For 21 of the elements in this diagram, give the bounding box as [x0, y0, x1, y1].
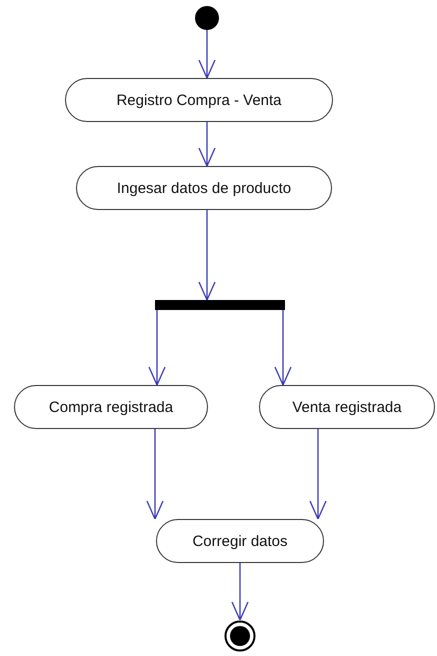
- action-box: [65, 78, 333, 122]
- action-label: Venta registrada: [292, 398, 402, 416]
- final-node: [224, 620, 256, 652]
- arrow: [198, 122, 216, 167]
- action-label: Ingesar datos de producto: [116, 180, 292, 196]
- arrow: [148, 310, 166, 386]
- arrow: [231, 563, 249, 621]
- action-label: Compra registrada: [48, 398, 174, 416]
- arrow: [146, 429, 164, 520]
- action-box: [14, 385, 208, 429]
- arrow: [309, 429, 327, 520]
- action-box: [76, 166, 332, 210]
- action-label: Registro Compra - Venta: [116, 92, 282, 108]
- arrow: [198, 210, 216, 301]
- action-box: [156, 519, 324, 563]
- arrow: [198, 30, 216, 79]
- arrow: [274, 310, 292, 386]
- action-box: [259, 385, 435, 429]
- fork-bar: [155, 300, 285, 310]
- initial-node: [195, 6, 219, 30]
- action-label: Corregir datos: [192, 532, 288, 550]
